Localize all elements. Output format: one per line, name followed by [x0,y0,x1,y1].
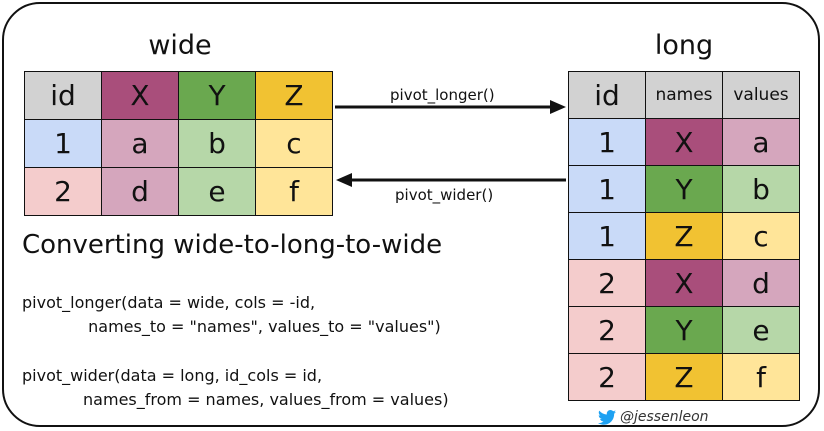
long-row: 2 Z f [568,353,800,401]
wide-row-1: 1 a b c [24,119,333,168]
long-row: 1 Y b [568,165,800,213]
long-cell-value: a [722,118,800,166]
wide-header-id: id [24,71,102,120]
long-cell-name: Y [645,165,723,213]
long-cell-name: X [645,118,723,166]
wide-cell-y: e [178,167,256,216]
credit-handle: @jessenleon [620,409,709,425]
long-cell-name: Y [645,306,723,354]
twitter-bird-icon [598,409,616,425]
rounded-frame [2,2,820,427]
long-cell-id: 1 [568,212,646,260]
long-cell-id: 2 [568,259,646,307]
wide-header-row: id X Y Z [24,71,333,120]
pivot-longer-code-line-2: names_to = "names", values_to = "values"… [22,317,441,336]
wide-row-2: 2 d e f [24,167,333,216]
pivot-wider-code-line-1: pivot_wider(data = long, id_cols = id, [22,366,323,385]
long-cell-value: c [722,212,800,260]
pivot-wider-arrow-icon [336,173,566,187]
long-cell-value: b [722,165,800,213]
credit: @jessenleon [598,409,709,425]
long-row: 2 Y e [568,306,800,354]
wide-cell-id: 2 [24,167,102,216]
long-cell-name: X [645,259,723,307]
wide-cell-z: c [255,119,333,168]
long-table: id names values 1 X a 1 Y b 1 Z c 2 X d … [568,71,800,401]
wide-header-z: Z [255,71,333,120]
long-row: 1 Z c [568,212,800,260]
long-cell-value: f [722,353,800,401]
long-cell-name: Z [645,212,723,260]
wide-table: id X Y Z 1 a b c 2 d e f [24,71,333,216]
diagram-heading: Converting wide-to-long-to-wide [22,230,443,260]
long-cell-name: Z [645,353,723,401]
wide-table-title: wide [148,30,212,61]
wide-cell-z: f [255,167,333,216]
pivot-wider-label: pivot_wider() [395,186,494,204]
wide-header-y: Y [178,71,256,120]
long-cell-id: 2 [568,353,646,401]
wide-cell-id: 1 [24,119,102,168]
long-header-names: names [645,71,723,119]
long-cell-id: 2 [568,306,646,354]
pivot-wider-code-line-2: names_from = names, values_from = values… [22,390,449,409]
long-cell-id: 1 [568,165,646,213]
wide-header-x: X [101,71,179,120]
pivot-longer-code-line-1: pivot_longer(data = wide, cols = -id, [22,293,316,312]
wide-cell-x: d [101,167,179,216]
long-cell-value: d [722,259,800,307]
long-table-title: long [654,30,714,61]
wide-cell-x: a [101,119,179,168]
long-row: 1 X a [568,118,800,166]
pivot-longer-label: pivot_longer() [390,86,495,104]
pivot-longer-arrow-icon [335,100,566,114]
long-row: 2 X d [568,259,800,307]
long-cell-id: 1 [568,118,646,166]
wide-cell-y: b [178,119,256,168]
